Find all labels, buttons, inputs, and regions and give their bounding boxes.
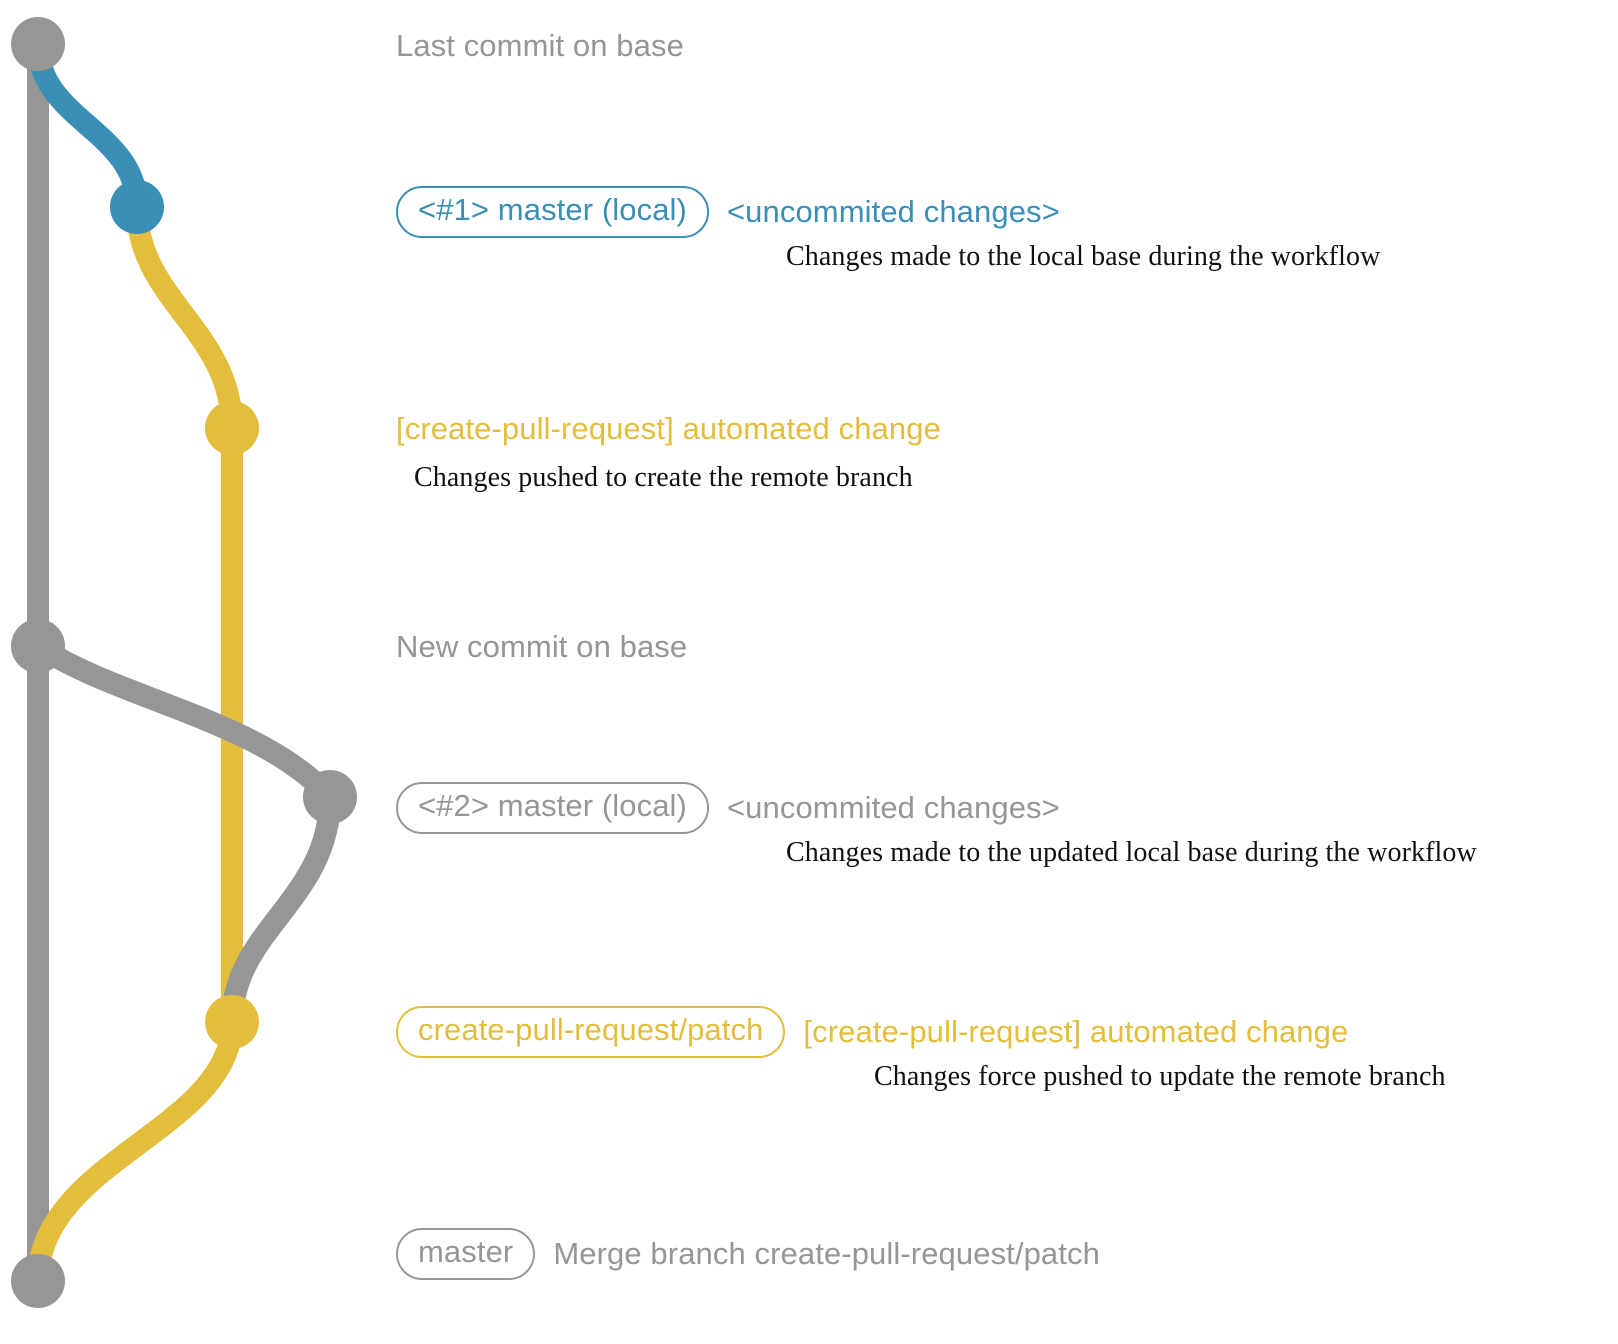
row-automated-change-1: [create-pull-request] automated change <box>396 411 941 446</box>
branch-pill-create-pull-request-patch[interactable]: create-pull-request/patch <box>396 1006 786 1058</box>
headline-automated-change-2: [create-pull-request] automated change <box>803 1013 1349 1049</box>
commit-node-local-1[interactable] <box>110 180 164 234</box>
headline-uncommited-changes-1: <uncommited changes> <box>726 193 1060 229</box>
branch-pill-master-local-1[interactable]: <#1> master (local) <box>396 186 709 238</box>
headline-uncommited-changes-2: <uncommited changes> <box>726 789 1060 825</box>
edge-local1-to-patch1 <box>126 196 243 439</box>
row-automated-change-2: create-pull-request/patch [create-pull-r… <box>396 1006 1348 1058</box>
description-automated-change-1: Changes pushed to create the remote bran… <box>414 462 913 493</box>
commit-node-merge[interactable] <box>11 1254 65 1308</box>
row-local-change-1: <#1> master (local) <uncommited changes> <box>396 186 1060 238</box>
description-automated-change-2: Changes force pushed to update the remot… <box>874 1061 1446 1092</box>
commit-node-patch-2[interactable] <box>205 995 259 1049</box>
commit-node-patch-1[interactable] <box>205 401 259 455</box>
description-local-change-2: Changes made to the updated local base d… <box>786 837 1477 868</box>
commit-node-base-new[interactable] <box>11 619 65 673</box>
edge-local2-to-patch2 <box>221 786 341 1033</box>
branch-pill-master[interactable]: master <box>396 1228 536 1280</box>
headline-last-commit-on-base: Last commit on base <box>396 28 684 63</box>
row-new-commit-on-base: New commit on base <box>396 629 688 664</box>
edge-base-to-local1 <box>27 33 148 218</box>
headline-new-commit-on-base: New commit on base <box>396 629 688 664</box>
row-local-change-2: <#2> master (local) <uncommited changes> <box>396 782 1060 834</box>
edge-patch2-to-merge <box>27 1011 243 1292</box>
edge-basenew-to-local2 <box>27 635 341 808</box>
headline-automated-change-1: [create-pull-request] automated change <box>396 411 941 446</box>
headline-merge-commit: Merge branch create-pull-request/patch <box>553 1235 1100 1271</box>
row-last-commit-on-base: Last commit on base <box>396 28 684 63</box>
commit-node-base-last[interactable] <box>11 17 65 71</box>
commit-node-local-2[interactable] <box>303 770 357 824</box>
description-local-change-1: Changes made to the local base during th… <box>786 241 1381 272</box>
branch-pill-master-local-2[interactable]: <#2> master (local) <box>396 782 709 834</box>
row-merge-commit: master Merge branch create-pull-request/… <box>396 1228 1100 1280</box>
